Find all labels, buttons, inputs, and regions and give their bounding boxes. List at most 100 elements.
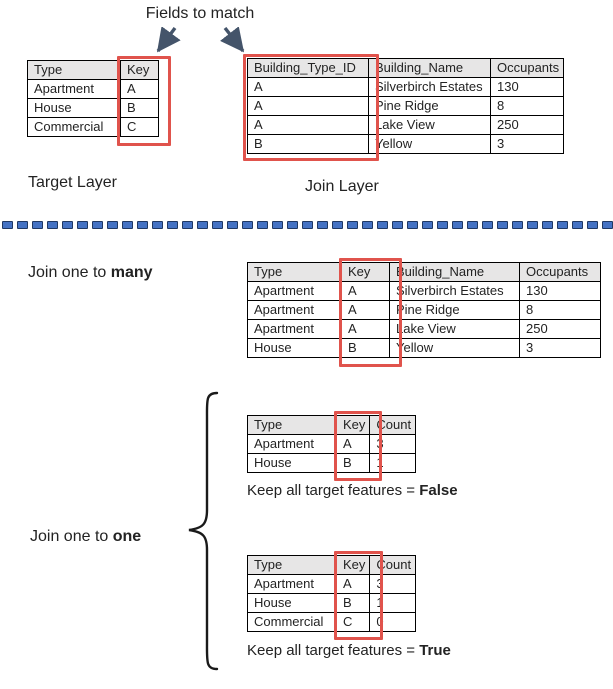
divider-dash bbox=[167, 221, 178, 229]
divider-dash bbox=[302, 221, 313, 229]
table-cell: 1 bbox=[369, 453, 417, 473]
table-cell: Yellow bbox=[368, 134, 491, 154]
table-cell: 3 bbox=[369, 574, 417, 594]
divider-dash bbox=[542, 221, 553, 229]
divider-dash bbox=[287, 221, 298, 229]
divider-dash bbox=[212, 221, 223, 229]
one-to-one-label: Join one to one bbox=[30, 528, 141, 546]
divider-dashed-line bbox=[2, 221, 613, 229]
divider-dash bbox=[122, 221, 133, 229]
one-to-one-brace-icon bbox=[188, 391, 219, 671]
table-cell: 0 bbox=[369, 612, 417, 632]
column-header: Building_Name bbox=[368, 58, 491, 78]
divider-dash bbox=[602, 221, 613, 229]
table-cell: Silverbirch Estates bbox=[389, 281, 520, 301]
table-cell: 250 bbox=[519, 319, 601, 339]
divider-dash bbox=[332, 221, 343, 229]
table-cell: Apartment bbox=[247, 319, 342, 339]
divider-dash bbox=[107, 221, 118, 229]
column-header: Key bbox=[335, 415, 371, 435]
table-cell: A bbox=[120, 79, 159, 99]
divider-dash bbox=[227, 221, 238, 229]
table-cell: Pine Ridge bbox=[389, 300, 520, 320]
table-cell: B bbox=[335, 593, 371, 613]
table-cell: A bbox=[335, 434, 371, 454]
table-cell: Yellow bbox=[389, 338, 520, 358]
divider-dash bbox=[392, 221, 403, 229]
table-cell: C bbox=[120, 117, 159, 137]
table-cell: A bbox=[341, 281, 390, 301]
target-layer-caption: Target Layer bbox=[28, 174, 117, 191]
table-cell: Pine Ridge bbox=[368, 96, 491, 116]
divider-dash bbox=[17, 221, 28, 229]
divider-dash bbox=[272, 221, 283, 229]
table-cell: Apartment bbox=[247, 574, 337, 594]
table-cell: B bbox=[335, 453, 371, 473]
column-header: Building_Name bbox=[389, 262, 520, 282]
column-header: Count bbox=[369, 415, 417, 435]
table-cell: Apartment bbox=[247, 434, 337, 454]
divider-dash bbox=[152, 221, 163, 229]
table-cell: 3 bbox=[369, 434, 417, 454]
table-cell: Commercial bbox=[27, 117, 121, 137]
keep-true-note: Keep all target features = True bbox=[247, 642, 451, 659]
divider-dash bbox=[557, 221, 568, 229]
table-cell: Apartment bbox=[247, 281, 342, 301]
one-to-many-label-bold: many bbox=[110, 264, 153, 281]
table-cell: 3 bbox=[489, 134, 565, 154]
divider-dash bbox=[467, 221, 478, 229]
divider-dash bbox=[62, 221, 73, 229]
table-cell: Apartment bbox=[27, 79, 121, 99]
table-cell: 8 bbox=[489, 96, 565, 116]
keep-false-note: Keep all target features = False bbox=[247, 482, 458, 499]
table-cell: 3 bbox=[519, 338, 601, 358]
column-header: Occupants bbox=[519, 262, 601, 282]
table-cell: 8 bbox=[519, 300, 601, 320]
divider-dash bbox=[527, 221, 538, 229]
table-cell: House bbox=[247, 453, 337, 473]
table-cell: A bbox=[335, 574, 371, 594]
divider-dash bbox=[347, 221, 358, 229]
table-cell: Commercial bbox=[247, 612, 337, 632]
table-cell: B bbox=[341, 338, 390, 358]
table-cell: Lake View bbox=[368, 115, 491, 135]
table-cell: 250 bbox=[489, 115, 565, 135]
arrow-to-join-key-icon bbox=[220, 27, 245, 53]
divider-dash bbox=[77, 221, 88, 229]
table-cell: B bbox=[120, 98, 159, 118]
divider-dash bbox=[422, 221, 433, 229]
table-cell: 1 bbox=[369, 593, 417, 613]
divider-dash bbox=[497, 221, 508, 229]
table-cell: Silverbirch Estates bbox=[368, 77, 491, 97]
divider-dash bbox=[317, 221, 328, 229]
divider-dash bbox=[452, 221, 463, 229]
one-to-many-label: Join one to many bbox=[28, 264, 153, 282]
column-header: Type bbox=[247, 415, 337, 435]
divider-dash bbox=[242, 221, 253, 229]
column-header: Key bbox=[341, 262, 390, 282]
match-arrows bbox=[156, 27, 245, 53]
column-header: Type bbox=[247, 555, 337, 575]
divider-dash bbox=[47, 221, 58, 229]
table-cell: C bbox=[335, 612, 371, 632]
one-to-many-label-normal: Join one to bbox=[28, 264, 111, 281]
